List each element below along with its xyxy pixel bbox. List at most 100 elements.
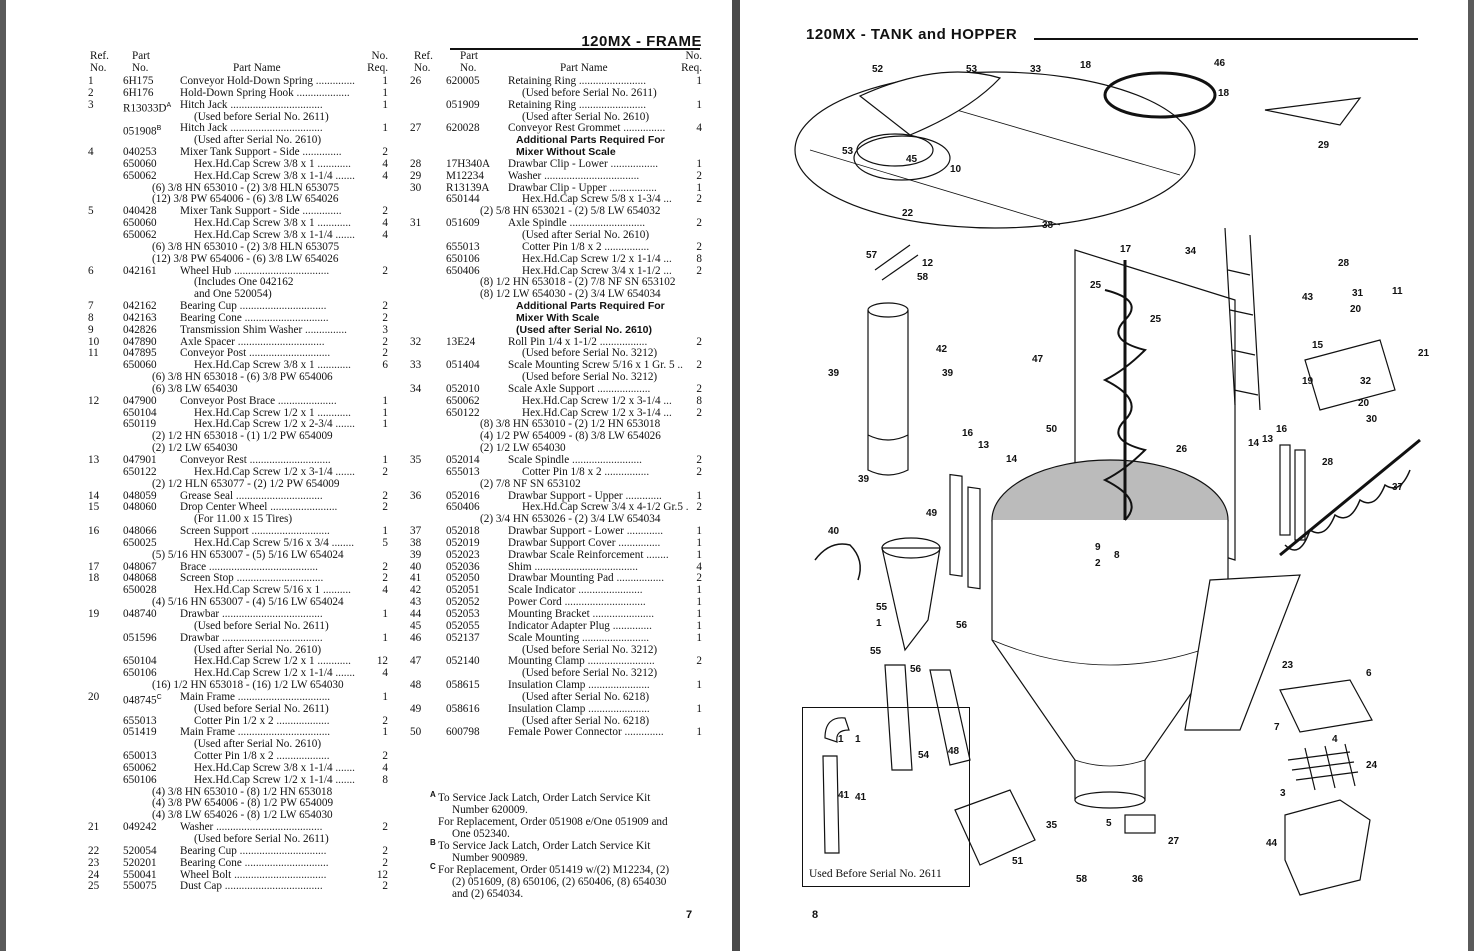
parts-row: (12) 3/8 PW 654006 - (6) 3/8 LW 654026 — [88, 252, 388, 266]
ref-number: 46 — [410, 631, 422, 644]
quantity: 2 — [696, 501, 702, 514]
part-name-cell: Conveyor Rest Grommet ............... — [508, 123, 688, 135]
header-part: Part — [132, 50, 151, 62]
callout-number: 24 — [1366, 760, 1378, 771]
dot-leader: ....................... — [575, 585, 643, 597]
part-number: 047901 — [123, 454, 157, 466]
bottom-chute — [954, 789, 1036, 866]
part-name-cell: Drawbar Support Cover ............... — [508, 538, 688, 550]
part-number-cell: 655013 — [446, 466, 480, 479]
part-name: (Used after Serial No. 6218) — [522, 714, 650, 727]
part-name: Hex.Hd.Cap Screw 3/8 x 1-1/4 — [194, 229, 333, 241]
title-rule — [450, 48, 700, 50]
part-number: 049242 — [123, 821, 157, 834]
part-name-cell: (5) 5/16 HN 653007 - (5) 5/16 LW 654024 — [152, 549, 344, 562]
part-name-cell: Hex.Hd.Cap Screw 1/2 x 3-1/4 ....... — [194, 467, 374, 479]
part-number: 650406 — [446, 501, 480, 514]
part-number-cell: 058616 — [446, 703, 480, 716]
callout-number: 52 — [872, 64, 884, 75]
callout-number: 7 — [1274, 722, 1280, 733]
part-name: Hex.Hd.Cap Screw 1/2 x 1 — [194, 407, 315, 419]
part-number: 650060 — [123, 359, 157, 372]
part-name: (16) 1/2 HN 653018 - (16) 1/2 LW 654030 — [152, 679, 344, 692]
part-name-cell: Hitch Jack .............................… — [180, 123, 374, 135]
part-name-cell: Drawbar Support - Upper ............. — [508, 491, 688, 503]
footnote-marker: A — [430, 790, 436, 799]
part-number-cell: 600798 — [446, 726, 480, 739]
callout-number: 55 — [876, 602, 888, 613]
part-name: and One 520054) — [194, 288, 272, 301]
part-number: 650122 — [446, 406, 480, 419]
part-name-cell: (2) 1/2 LW 654030 — [480, 442, 566, 455]
part-name: (12) 3/8 PW 654006 - (6) 3/8 LW 654026 — [152, 252, 339, 265]
parts-row: (8) 3/8 HN 653010 - (2) 1/2 HN 653018 — [410, 419, 702, 431]
parts-row: (Used before Serial No. 2611) — [88, 111, 388, 124]
dot-leader: ... — [660, 194, 672, 206]
callout-number: 53 — [842, 146, 854, 157]
ref-number: 39 — [410, 548, 422, 561]
part-number-cell: 052052 — [446, 596, 480, 609]
part-number: 650104 — [123, 406, 157, 419]
quantity: 1 — [696, 525, 702, 538]
parts-row: (For 11.00 x 15 Tires) — [88, 513, 388, 526]
part-name: Hex.Hd.Cap Screw 1/2 x 1 — [194, 656, 315, 668]
quantity: 4 — [382, 169, 388, 182]
part-name-cell: Scale Indicator ....................... — [508, 585, 688, 597]
part-name: Drawbar Mounting Pad — [508, 573, 614, 585]
part-name: Hex.Hd.Cap Screw 1/2 x 3-1/4 — [522, 395, 661, 407]
dot-leader: ................................... — [221, 881, 323, 893]
dot-leader: .. — [674, 360, 683, 372]
quantity: 2 — [382, 465, 388, 478]
part-number-cell: 650060 — [123, 158, 157, 171]
part-name: Hold-Down Spring Hook — [180, 87, 294, 99]
callout-number: 12 — [922, 258, 934, 269]
quantity: 1 — [382, 631, 388, 644]
quantity: 1 — [696, 679, 702, 692]
quantity: 2 — [696, 264, 702, 277]
parts-row: (6) 3/8 HN 653010 - (2) 3/8 HLN 653075 — [88, 241, 388, 254]
part-name-cell: and One 520054) — [194, 288, 272, 301]
gasket-panels — [949, 444, 1306, 590]
part-name: Hex.Hd.Cap Screw 5/16 x 1 — [194, 585, 321, 597]
part-number: 620028 — [446, 122, 480, 135]
quantity: 8 — [696, 252, 702, 265]
parts-list-page: 120MX - FRAME Ref. No. Part No. Part Nam… — [6, 0, 732, 951]
part-number-cell: 650144 — [446, 194, 480, 206]
parts-row: (Includes One 042162 — [88, 276, 388, 289]
callout-number: 3 — [1280, 788, 1286, 799]
parts-row: (Used before Serial No. 2611) — [410, 87, 702, 100]
parts-row: (4) 1/2 PW 654009 - (8) 3/8 LW 654026 — [410, 430, 702, 443]
part-name: (8) 1/2 HN 653018 - (2) 7/8 NF SN 653102 — [480, 276, 676, 289]
part-name-cell: (Used before Serial No. 2611) — [194, 833, 329, 846]
callout-number: 13 — [1262, 434, 1274, 445]
part-name-cell: Hex.Hd.Cap Screw 3/8 x 1 ............ — [194, 159, 374, 171]
part-number: 048060 — [123, 501, 157, 514]
callout-number: 11 — [1392, 286, 1403, 297]
callout-number: 39 — [828, 368, 840, 379]
part-number: 650406 — [446, 264, 480, 277]
part-name: Cotter Pin 1/8 x 2 — [194, 751, 274, 763]
part-number-cell: 650060 — [123, 217, 157, 230]
callout-number: 37 — [1392, 482, 1404, 493]
part-number-cell: R13139A — [446, 182, 490, 195]
quantity: 2 — [382, 560, 388, 573]
callout-number: 18 — [1218, 88, 1230, 99]
part-name: Scale Mounting Screw 5/16 x 1 Gr. 5 — [508, 360, 675, 372]
header-part-name: Part Name — [560, 62, 608, 74]
parts-row: (Used before Serial No. 2611) — [88, 703, 388, 716]
part-name: (4) 3/8 HN 653010 - (8) 1/2 HN 653018 — [152, 785, 333, 798]
part-number-cell: 051909 — [446, 99, 480, 112]
title-rule — [1034, 38, 1418, 40]
